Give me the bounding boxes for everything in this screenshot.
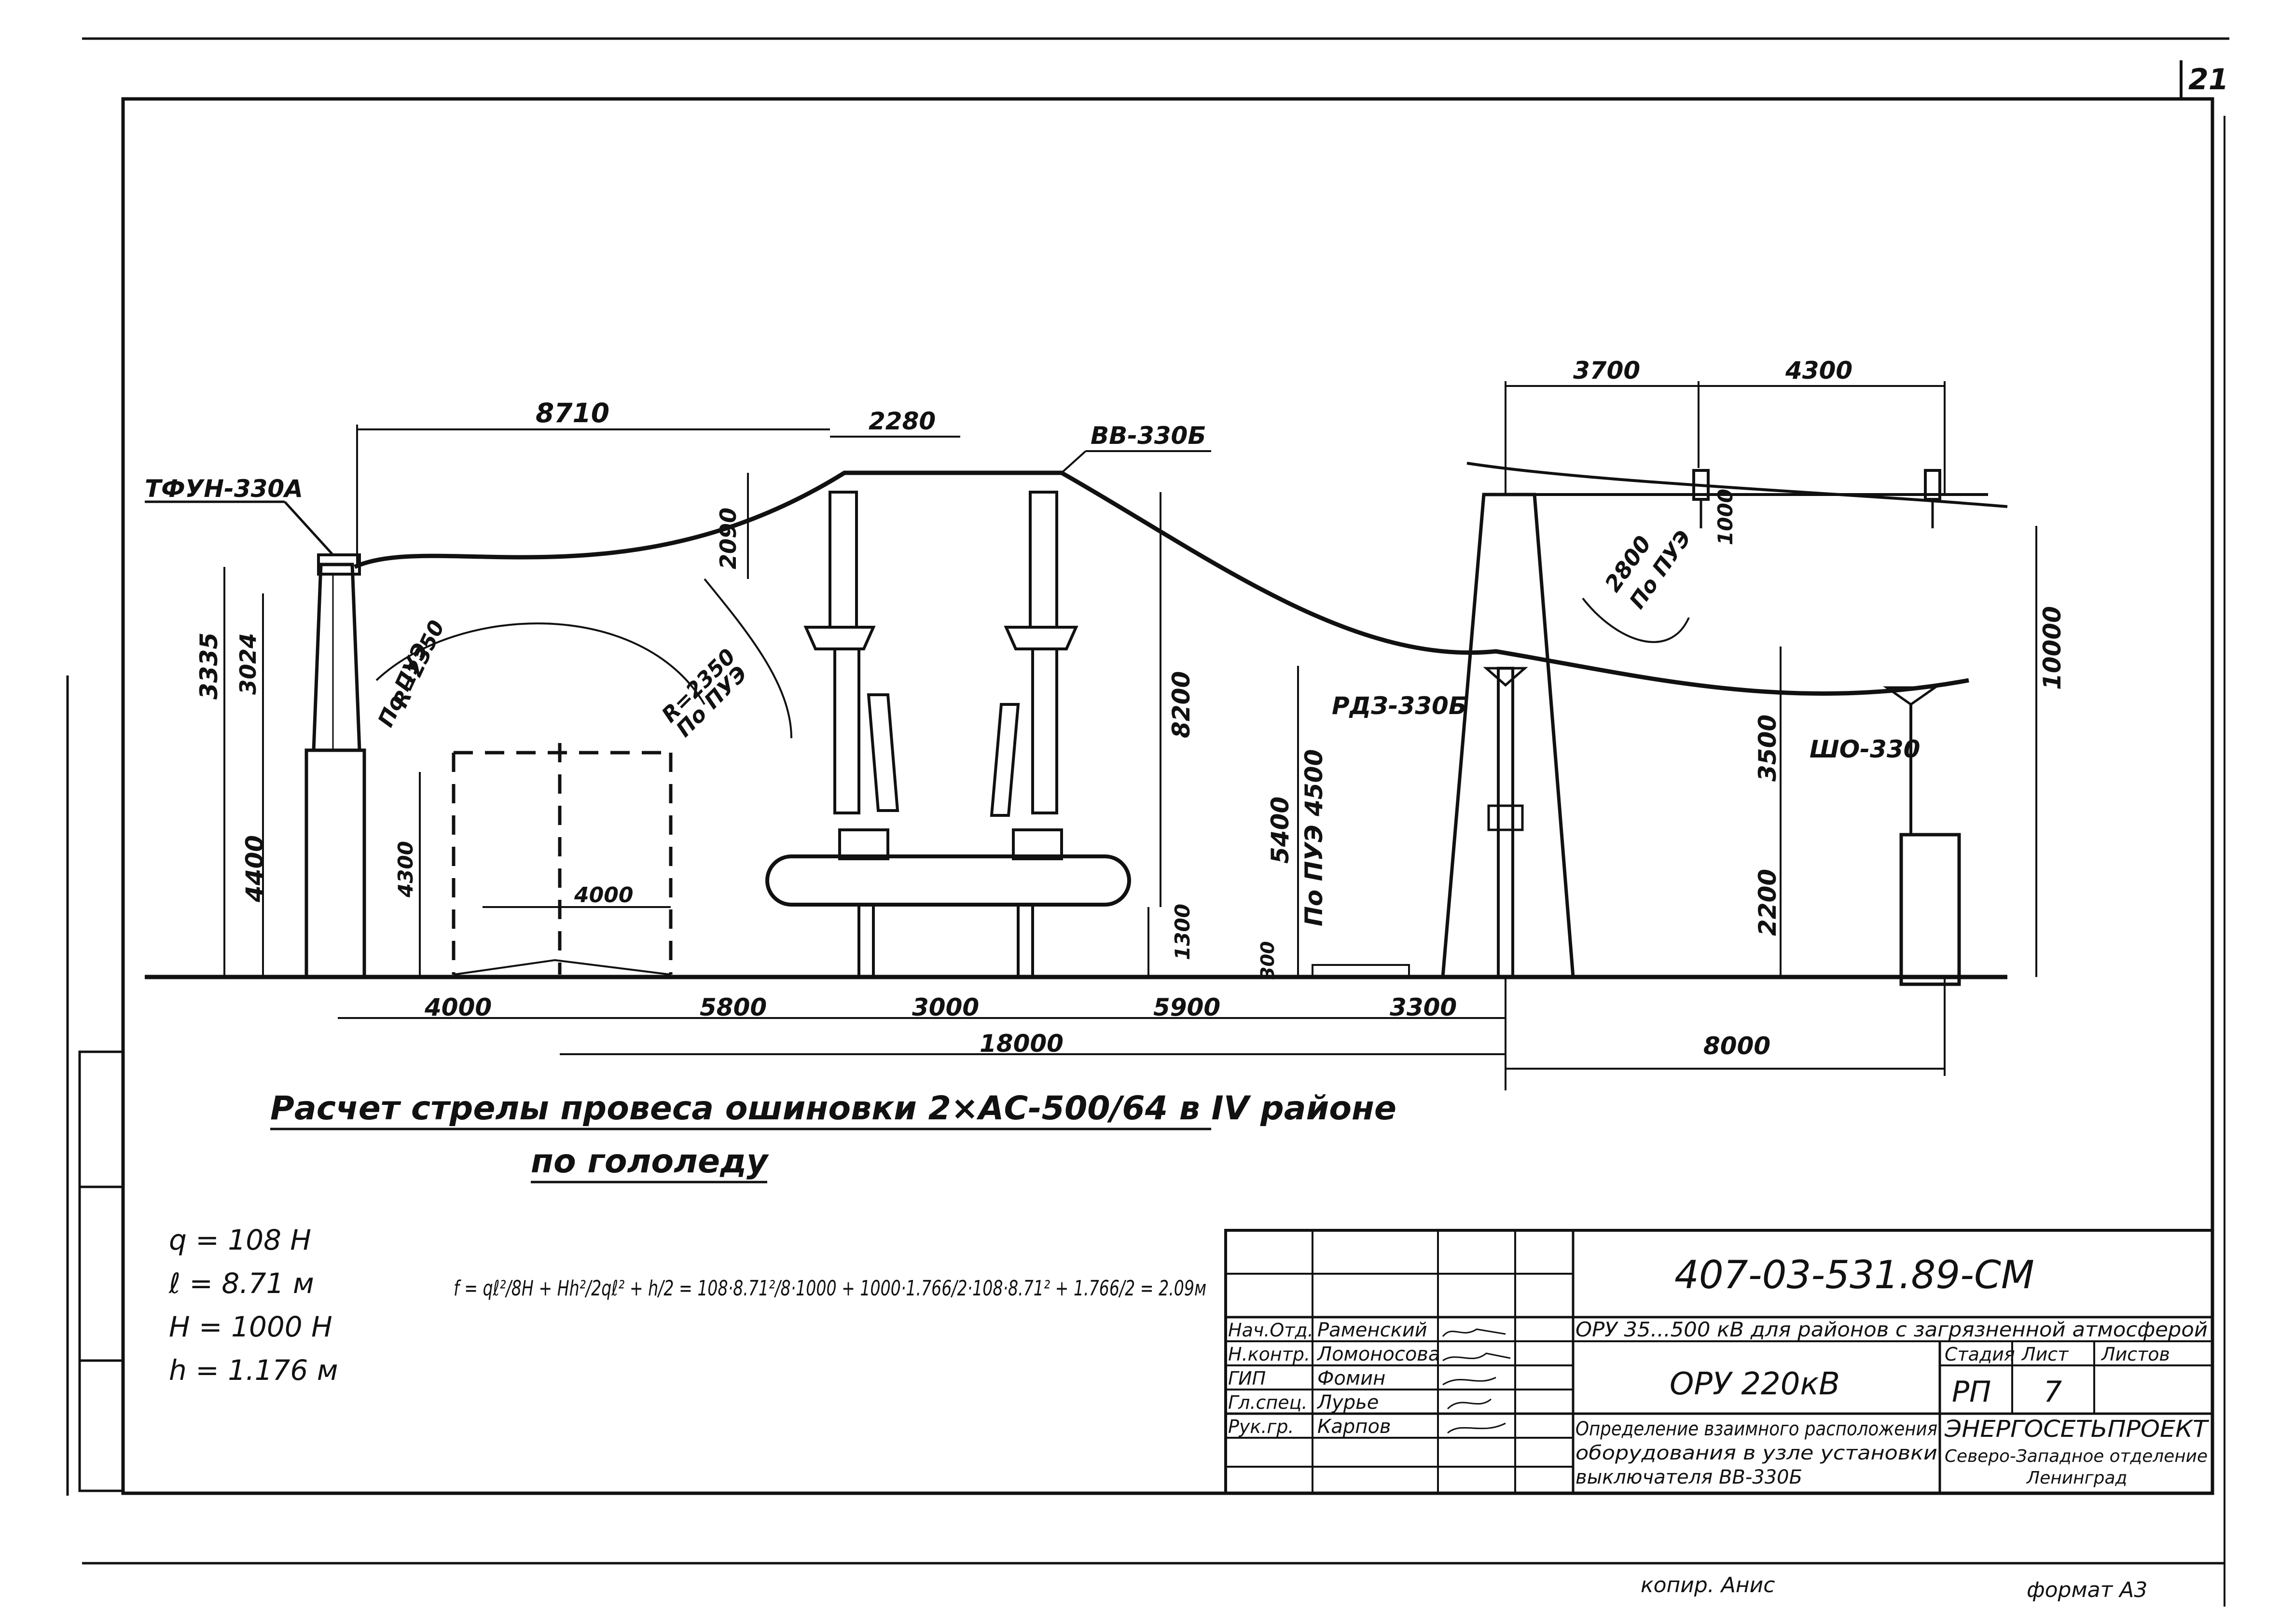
busbar-conductor: [354, 470, 1969, 696]
tb-org-1: ЭНЕРГОСЕТЬПРОЕКТ: [1944, 1416, 2210, 1443]
tb-name-2: Фомин: [1317, 1367, 1385, 1390]
dim-r2350-left-note: По ПУЭ: [373, 639, 434, 731]
copied-label: копир. Анис: [1641, 1573, 1775, 1597]
label-tfun: ТФУН-330А: [145, 475, 303, 503]
var-q: q = 108 Н: [169, 1224, 311, 1256]
dim-2090: 2090: [715, 508, 741, 569]
dim-2280: 2280: [869, 407, 936, 435]
page-number: 21: [2188, 63, 2229, 96]
tb-name-3: Лурье: [1316, 1391, 1379, 1414]
signatures: [1442, 1328, 1511, 1434]
clearance-arc-portal: [1582, 597, 1690, 643]
tb-drawing-title-2: оборудования в узле установки: [1575, 1442, 1937, 1464]
tb-sheet-label: Лист: [2021, 1344, 2069, 1365]
dim-1000: 1000: [1713, 489, 1737, 545]
clearance-arc-left: [375, 622, 705, 705]
dashed-structure: [452, 743, 673, 976]
label-vv: ВВ-330Б: [1091, 422, 1206, 450]
dim-4300-mid: 4300: [394, 841, 417, 898]
sag-formula: f = qℓ²/8H + Hh²/2qℓ² + h/2 = 108·8.71²/…: [454, 1276, 1206, 1301]
tb-code: 407-03-531.89-СМ: [1674, 1252, 2034, 1297]
dim-base-5800: 5800: [700, 993, 767, 1021]
dim-4300-top: 4300: [1785, 357, 1852, 385]
dim-base-4000: 4000: [424, 993, 492, 1021]
tb-name-1: Ломоносова: [1316, 1343, 1440, 1365]
dim-8710: 8710: [536, 398, 609, 428]
sheet-frame: [66, 37, 2229, 1607]
var-l: ℓ = 8.71 м: [168, 1267, 314, 1300]
dim-5400-note: По ПУЭ 4500: [1300, 749, 1328, 926]
current-transformer: [304, 553, 366, 979]
tb-role-0: Нач.Отд.: [1228, 1320, 1313, 1341]
label-sho: ШО-330: [1810, 735, 1920, 763]
tb-role-2: ГИП: [1228, 1368, 1266, 1389]
tb-stage-label: Стадия: [1945, 1344, 2015, 1365]
calc-heading-line2: по гололеду: [531, 1142, 769, 1181]
dim-base-3000: 3000: [912, 993, 979, 1021]
dim-3500: 3500: [1754, 715, 1782, 782]
dim-base-18000: 18000: [980, 1030, 1064, 1058]
tb-sheets-label: Листов: [2100, 1344, 2170, 1365]
dim-10000: 10000: [2038, 606, 2066, 690]
dim-4400: 4400: [241, 835, 269, 903]
dimension-lines: [223, 381, 2037, 1090]
tb-drawing-title-1: Определение взаимного расположения: [1575, 1418, 1937, 1440]
dim-3024: 3024: [235, 633, 261, 695]
tb-name-4: Карпов: [1317, 1416, 1391, 1438]
tb-role-1: Н.контр.: [1228, 1344, 1310, 1365]
tb-org-3: Ленинград: [2026, 1468, 2127, 1488]
dim-5400: 5400: [1266, 797, 1294, 864]
title-block-grid: [1224, 1229, 2214, 1495]
dim-3700: 3700: [1573, 357, 1640, 385]
calc-heading-line1: Расчет стрелы провеса ошиновки 2×АС-500/…: [270, 1089, 1396, 1128]
dim-base-8000: 8000: [1703, 1032, 1770, 1060]
tb-project: ОРУ 35...500 кВ для районов с загрязненн…: [1575, 1318, 2208, 1341]
tb-object: ОРУ 220кВ: [1670, 1366, 1840, 1402]
tb-stage-value: РП: [1952, 1375, 1991, 1409]
var-H: Н = 1000 Н: [169, 1310, 332, 1343]
dim-2200: 2200: [1754, 869, 1782, 936]
var-h: h = 1.176 м: [169, 1354, 338, 1387]
tb-sheet-value: 7: [2044, 1375, 2062, 1409]
clearance-arc-right: [704, 578, 792, 739]
dim-8200: 8200: [1167, 671, 1195, 738]
tb-org-2: Северо-Западное отделение: [1945, 1446, 2208, 1466]
dim-4000-inner: 4000: [574, 883, 633, 908]
portal-tower: [1441, 469, 1988, 977]
dim-base-3300: 3300: [1390, 993, 1457, 1021]
dim-1300: 1300: [1171, 904, 1194, 960]
tb-drawing-title-3: выключателя ВВ-330Б: [1575, 1466, 1802, 1488]
tb-role-4: Рук.гр.: [1228, 1416, 1294, 1437]
circuit-breaker: [765, 491, 1131, 978]
format-label: формат А3: [2027, 1578, 2147, 1602]
dim-3335: 3335: [195, 633, 223, 700]
dim-base-5900: 5900: [1153, 993, 1220, 1021]
tb-name-0: Раменский: [1317, 1319, 1427, 1341]
tb-role-3: Гл.спец.: [1228, 1392, 1308, 1413]
line-trap: [1883, 686, 1961, 986]
dim-300: 300: [1257, 941, 1278, 979]
label-rdz: РДЗ-330Б: [1332, 692, 1467, 720]
